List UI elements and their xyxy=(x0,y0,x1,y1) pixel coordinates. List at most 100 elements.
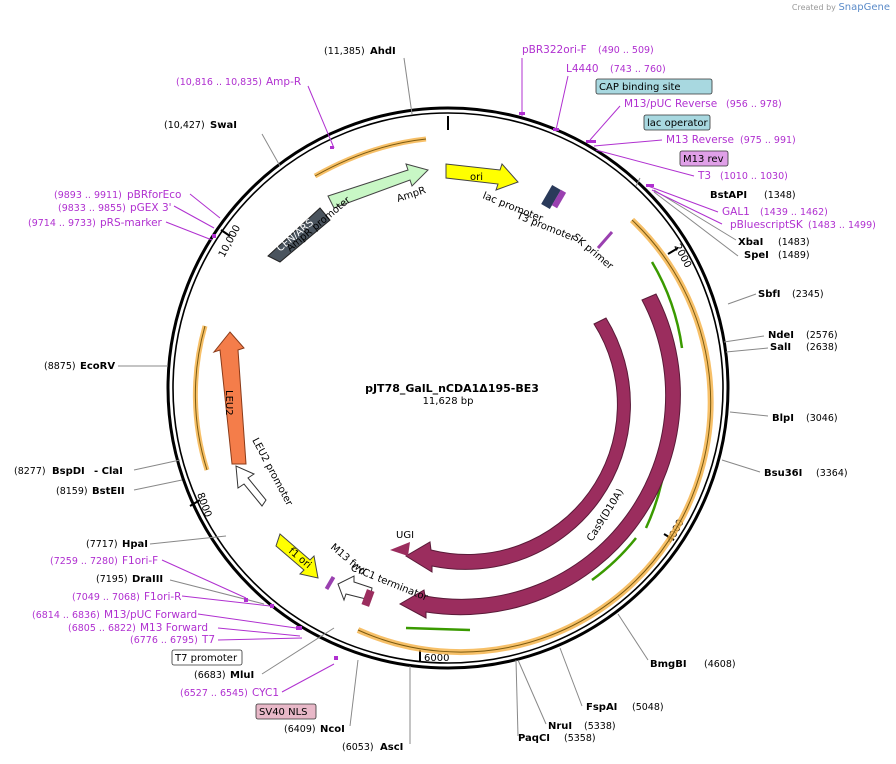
site-pos-asci: (6053) xyxy=(342,742,374,753)
backbone-inner-ring xyxy=(172,112,724,664)
leader-nrui xyxy=(517,659,547,725)
site-pos-ndei: (2576) xyxy=(806,330,838,341)
leader-ndei xyxy=(723,335,765,343)
primer-range-t3: (1010 .. 1030) xyxy=(720,171,788,182)
primer-leader-m13rev xyxy=(593,139,663,147)
orf-arc-ampr-line xyxy=(314,138,427,177)
site-name-bsu36i: Bsu36I xyxy=(764,468,802,479)
site-name-mlui: MluI xyxy=(230,670,254,681)
boxed-feature-labels: CAP binding site lac operator M13 rev T7… xyxy=(171,78,729,720)
primer-name-cyc1: CYC1 xyxy=(252,687,279,699)
site-pos-ahdi: (11,385) xyxy=(324,46,365,57)
orf-arrow-1 xyxy=(650,261,684,349)
site-pos-bsu36i: (3364) xyxy=(816,468,848,479)
primer-name-amp-r: Amp-R xyxy=(266,76,301,88)
primer-range-m13-forward: (6805 .. 6822) xyxy=(68,623,136,634)
site-pos-draiii: (7195) xyxy=(96,574,128,585)
primer-range-t7: (6776 .. 6795) xyxy=(130,635,198,646)
site-name-ecorv: EcoRV xyxy=(80,361,115,372)
ampr-label: AmpR xyxy=(396,185,428,205)
primer-range-pgex: (9833 .. 9855) xyxy=(58,203,126,214)
primer-name-l4440: L4440 xyxy=(566,63,599,75)
cyc1-terminator-block xyxy=(361,589,375,607)
box-sv40-nls xyxy=(255,703,317,720)
primer-range-l4440: (743 .. 760) xyxy=(610,64,666,75)
primer-range-amp-r: (10,816 .. 10,835) xyxy=(176,77,262,88)
primer-marker-2 xyxy=(553,128,559,131)
primer-marker-7 xyxy=(244,598,248,602)
primer-leader-f1ori-r xyxy=(181,595,271,607)
site-name-ncoi: NcoI xyxy=(320,724,345,735)
ampr-arrow xyxy=(327,163,429,209)
primer-marker-3 xyxy=(586,140,596,143)
primer-name-pbrforeco: pBRforEco xyxy=(127,189,181,201)
site-pos-xbai: (1483) xyxy=(778,237,810,248)
primer-range-gal1: (1439 .. 1462) xyxy=(760,207,828,218)
orf-arrow-4 xyxy=(405,626,471,632)
primer-name-m13puc-reverse: M13/pUC Reverse xyxy=(624,98,717,110)
primer-leader-f1ori-f xyxy=(161,559,247,599)
ori-label: ori xyxy=(470,172,483,183)
m13-fwd-block xyxy=(324,575,336,591)
primer-name-m13-reverse: M13 Reverse xyxy=(666,134,734,146)
site-pos-fspai: (5048) xyxy=(632,702,664,713)
leader-hpai xyxy=(149,535,227,545)
primer-name-prs-marker: pRS-marker xyxy=(100,217,163,229)
primer-leader-pbluescript xyxy=(651,189,723,225)
site-pos-paqci: (5358) xyxy=(564,733,596,744)
primer-leader-l4440 xyxy=(555,75,569,131)
leader-draiii xyxy=(169,579,265,605)
site-pos-sbfi: (2345) xyxy=(792,289,824,300)
site-name-xbai: XbaI xyxy=(738,237,763,248)
site-name-bstapi: BstAPI xyxy=(710,190,747,201)
leader-ahdi xyxy=(403,57,413,115)
site-pos-hpai: (7717) xyxy=(86,539,118,550)
site-pos-bmgbi: (4608) xyxy=(704,659,736,670)
site-name-ndei: NdeI xyxy=(768,330,794,341)
backbone-outer-ring xyxy=(166,106,730,670)
leader-bmgbi xyxy=(617,613,649,661)
site-name-spei: SpeI xyxy=(744,250,769,261)
box-t7-promoter-label: T7 promoter xyxy=(174,653,238,664)
primer-leader-lines xyxy=(161,58,723,693)
site-name-paqci: PaqCI xyxy=(518,733,550,744)
ampr-feature: AmpR CEN/ARS AmpR promoter xyxy=(267,163,429,263)
box-sv40-nls-label: SV40 NLS xyxy=(259,707,308,718)
cas9-outer-arc xyxy=(398,293,681,619)
primer-leader-pgex xyxy=(173,205,215,229)
ugi-label: UGI xyxy=(396,530,414,541)
box-cap-binding-site-label: CAP binding site xyxy=(599,82,681,93)
f1-ori-arrow xyxy=(275,533,319,579)
primer-range-pbrforeco: (9893 .. 9911) xyxy=(54,190,122,201)
primer-leader-ampr xyxy=(307,85,335,149)
primer-marker-10 xyxy=(334,656,338,660)
t3-promoter-block xyxy=(551,189,567,209)
leader-blpi xyxy=(729,411,769,417)
site-name-sbfi: SbfI xyxy=(758,289,780,300)
restriction-site-labels: (11,385) AhdI (10,427) SwaI BstAPI (1348… xyxy=(14,46,848,753)
leader-ncoi xyxy=(349,659,359,727)
ugi-arrow xyxy=(390,542,410,556)
tick-mark-2000 xyxy=(667,247,679,255)
cas9-inner-arc xyxy=(405,317,631,573)
ori-feature: ori xyxy=(445,163,519,191)
primer-range-pbluescriptsk: (1483 .. 1499) xyxy=(808,220,876,231)
primer-leader-m13puc xyxy=(589,105,621,141)
plasmid-size: 11,628 bp xyxy=(423,396,474,407)
primer-range-cyc1: (6527 .. 6545) xyxy=(180,688,248,699)
primer-marker-6 xyxy=(212,234,216,238)
primer-leader-m13pucf xyxy=(197,613,297,629)
primer-markers xyxy=(212,112,654,660)
primer-range-f1ori-f: (7259 .. 7280) xyxy=(50,556,118,567)
primer-marker-9 xyxy=(296,626,302,630)
site-name-blpi: BlpI xyxy=(772,413,794,424)
leader-spei xyxy=(653,191,739,257)
site-name-sali: SalI xyxy=(770,342,791,353)
leader-bstapi xyxy=(635,177,641,187)
ampr-promoter-label: AmpR promoter xyxy=(285,194,354,254)
box-m13-rev xyxy=(679,150,729,167)
site-pos-bspdi: (8277) xyxy=(14,466,46,477)
site-name-bmgbi: BmgBI xyxy=(650,659,687,670)
box-cap-binding-site xyxy=(595,78,713,95)
